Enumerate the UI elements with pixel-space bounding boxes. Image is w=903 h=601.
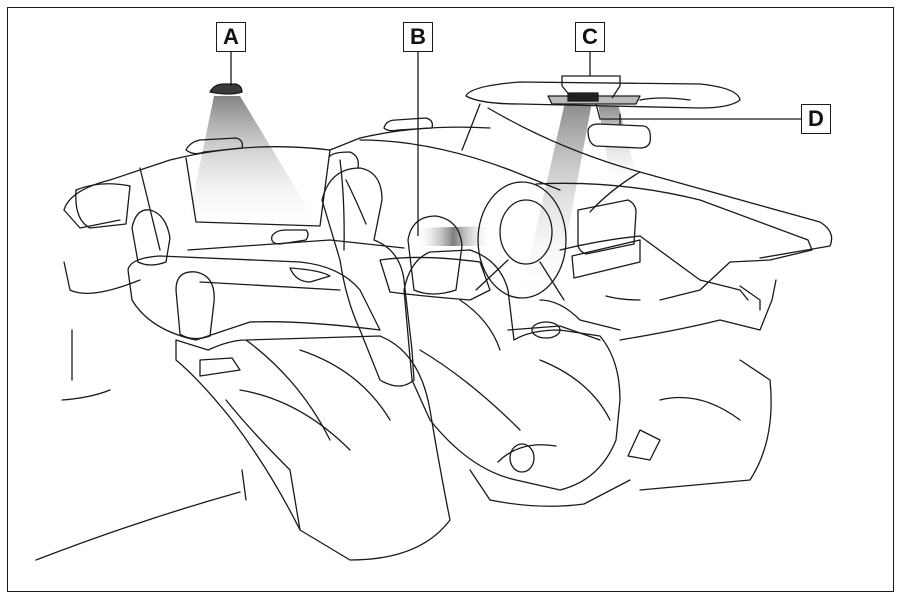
callout-b-label: B: [403, 22, 433, 52]
light-beam-c-left: [520, 102, 592, 300]
callout-c-label: C: [575, 22, 605, 52]
rearview-mirror: [587, 123, 652, 149]
leader-c-bracket: [561, 75, 621, 86]
grab-handle-front: [383, 117, 434, 132]
light-beam-b: [415, 226, 492, 246]
steering-wheel: [477, 181, 567, 299]
room-light-a: [209, 83, 243, 95]
rear-seat-cushion: [175, 335, 451, 561]
grab-handle-rear: [185, 137, 244, 155]
center-display: [577, 199, 637, 255]
overhead-console: [465, 81, 741, 109]
rear-headrest-left: [131, 209, 171, 266]
leader-d: [595, 103, 801, 120]
callout-a-label: A: [216, 22, 246, 52]
diagram-frame: [7, 7, 894, 592]
rear-headrest-center: [175, 271, 215, 340]
light-beam-a: [186, 96, 322, 232]
seat-adjust-knob: [509, 443, 535, 473]
front-seat-back-rear: [321, 167, 415, 387]
driver-seat-back: [403, 249, 621, 491]
dashboard: [535, 182, 813, 301]
rear-seat-back: [127, 255, 381, 341]
callout-d-label: D: [801, 104, 831, 134]
